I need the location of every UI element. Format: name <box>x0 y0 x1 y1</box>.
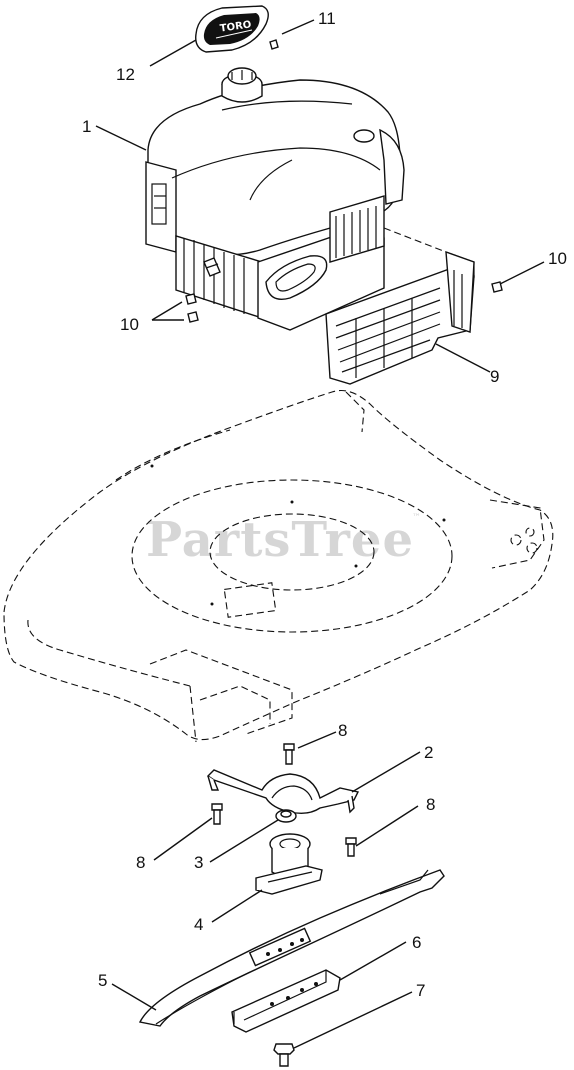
callout-3: 3 <box>194 853 203 872</box>
part-9-muffler-guard[interactable] <box>325 227 475 385</box>
part-3-washer[interactable] <box>275 809 297 823</box>
callout-6: 6 <box>412 933 421 952</box>
callout-9: 9 <box>490 367 499 386</box>
callout-1: 1 <box>82 117 91 136</box>
watermark-text: PartsTree <box>146 512 414 568</box>
part-12-decal[interactable]: TORO <box>195 5 269 53</box>
callout-8-left: 8 <box>136 853 145 872</box>
callout-8-top: 8 <box>338 721 347 740</box>
decal-logo-text: TORO <box>219 19 252 34</box>
callout-5: 5 <box>98 971 107 990</box>
callout-7: 7 <box>416 981 425 1000</box>
part-8-bolt-left[interactable] <box>211 803 223 825</box>
callouts: 12 11 1 10 10 9 8 2 8 3 8 4 5 6 7 <box>82 9 567 1000</box>
part-8-bolt-right[interactable] <box>345 837 357 857</box>
mower-deck <box>3 389 554 743</box>
part-8-bolt-top[interactable] <box>283 743 295 765</box>
part-7-blade-bolt[interactable] <box>273 1043 295 1067</box>
part-4-blade-adapter[interactable] <box>255 833 323 895</box>
callout-10-left: 10 <box>120 315 139 334</box>
part-11-clip[interactable] <box>269 39 279 50</box>
watermark-trademark: ™ <box>412 513 421 523</box>
callout-4: 4 <box>194 915 203 934</box>
part-5-blade[interactable] <box>138 869 445 1027</box>
callout-8-right: 8 <box>426 795 435 814</box>
callout-12: 12 <box>116 65 135 84</box>
part-1-engine[interactable] <box>145 67 405 331</box>
part-2-bracket[interactable] <box>206 769 360 815</box>
callout-11: 11 <box>318 9 336 28</box>
leader-lines <box>95 19 545 1049</box>
callout-10-right: 10 <box>548 249 567 268</box>
part-10-bolts[interactable] <box>185 281 503 323</box>
callout-2: 2 <box>424 743 433 762</box>
part-6-stiffener[interactable] <box>231 969 341 1033</box>
watermark: PartsTree ™ <box>146 512 421 568</box>
